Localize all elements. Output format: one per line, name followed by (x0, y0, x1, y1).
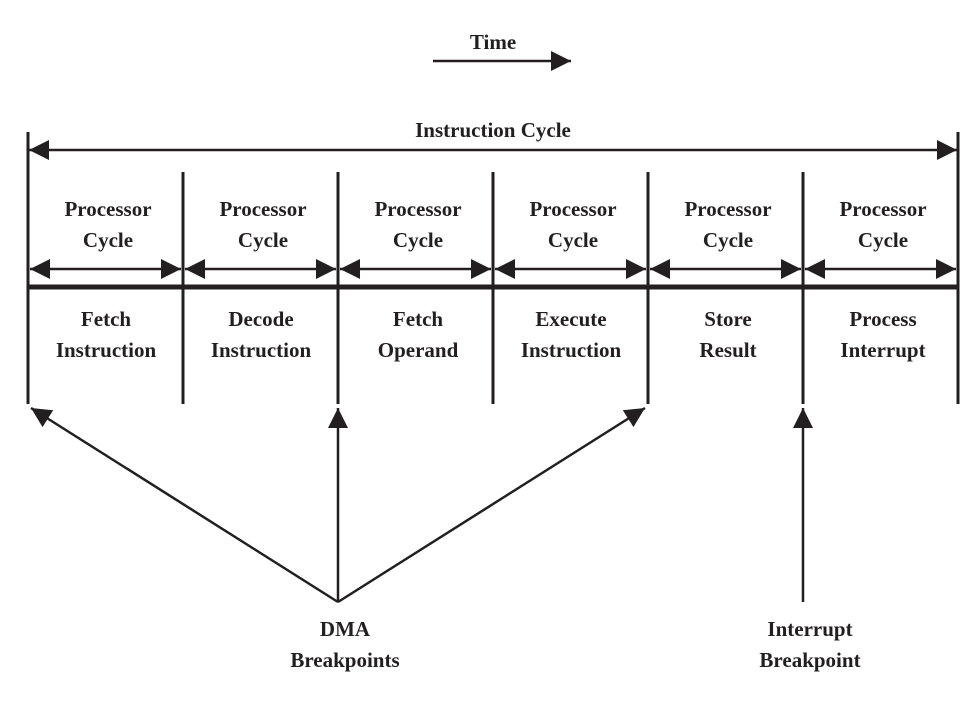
stage-fetch-instruction-line2: Instruction (56, 338, 157, 362)
processor-cycle-5-line2: Cycle (703, 228, 753, 252)
stage-process-interrupt-line1: Process (849, 307, 916, 331)
processor-cycle-1-line2: Cycle (83, 228, 133, 252)
processor-cycle-3-line1: Processor (374, 197, 461, 221)
stage-fetch-operand-line2: Operand (378, 338, 459, 362)
processor-cycle-labels: Processor Cycle Processor Cycle Processo… (64, 197, 926, 252)
stage-decode-instruction-line1: Decode (228, 307, 293, 331)
interrupt-label-line1: Interrupt (767, 617, 852, 641)
dma-arrow-to-fetch-instruction (30, 406, 339, 604)
instruction-cycle-label: Instruction Cycle (415, 118, 571, 142)
stage-fetch-operand-line1: Fetch (393, 307, 443, 331)
processor-cycle-2-line1: Processor (219, 197, 306, 221)
processor-cycle-4-line2: Cycle (548, 228, 598, 252)
processor-cycle-1-line1: Processor (64, 197, 151, 221)
dma-breakpoint-arrows (30, 406, 646, 604)
interrupt-label-line2: Breakpoint (759, 648, 860, 672)
stage-labels: Fetch Instruction Decode Instruction Fet… (56, 307, 926, 362)
processor-cycle-5-line1: Processor (684, 197, 771, 221)
dma-label-line2: Breakpoints (290, 648, 399, 672)
processor-cycle-3-line2: Cycle (393, 228, 443, 252)
dma-arrow-to-store-result (337, 406, 646, 604)
processor-cycle-6-line1: Processor (839, 197, 926, 221)
stage-decode-instruction-line2: Instruction (211, 338, 312, 362)
stage-store-result-line2: Result (699, 338, 756, 362)
processor-cycle-4-line1: Processor (529, 197, 616, 221)
stage-process-interrupt-line2: Interrupt (840, 338, 925, 362)
dma-label-line1: DMA (320, 617, 371, 641)
stage-fetch-instruction-line1: Fetch (81, 307, 131, 331)
time-label: Time (470, 30, 516, 54)
stage-execute-instruction-line2: Instruction (521, 338, 622, 362)
processor-cycle-2-line2: Cycle (238, 228, 288, 252)
stage-store-result-line1: Store (704, 307, 751, 331)
processor-cycle-6-line2: Cycle (858, 228, 908, 252)
stage-execute-instruction-line1: Execute (535, 307, 606, 331)
